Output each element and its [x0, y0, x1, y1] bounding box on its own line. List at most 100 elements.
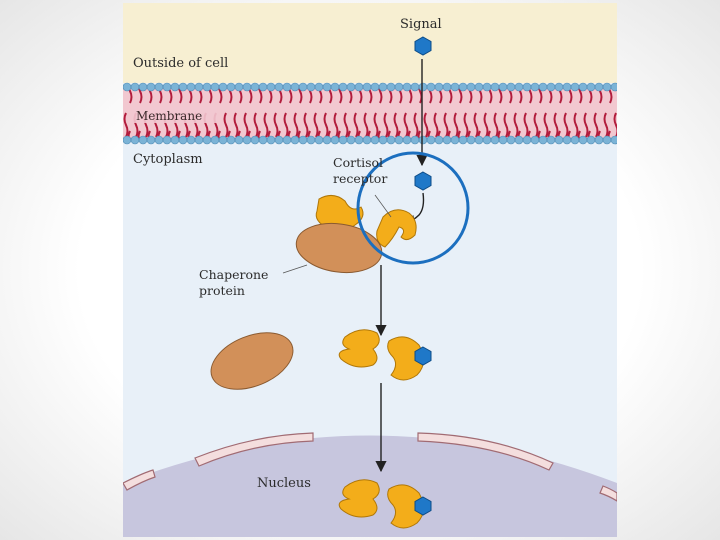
phospholipid-head [266, 82, 276, 92]
phospholipid-head [178, 135, 188, 145]
phospholipid-head [202, 82, 212, 92]
phospholipid-head [202, 135, 212, 145]
phospholipid-head [466, 82, 476, 92]
phospholipid-head [474, 135, 484, 145]
phospholipid-head [522, 82, 532, 92]
phospholipid-head [490, 82, 500, 92]
phospholipid-head [378, 135, 388, 145]
released-chaperone-shape [210, 332, 294, 390]
phospholipid-head [482, 135, 492, 145]
phospholipid-head [258, 135, 268, 145]
label-outside-of-cell: Outside of cell [133, 56, 228, 71]
phospholipid-head [274, 135, 284, 145]
phospholipid-head [378, 82, 388, 92]
phospholipid-head [298, 135, 308, 145]
phospholipid-head [506, 82, 516, 92]
phospholipid-head [370, 82, 380, 92]
phospholipid-head [578, 135, 588, 145]
phospholipid-head [346, 135, 356, 145]
phospholipid-head [162, 135, 172, 145]
label-nucleus: Nucleus [257, 476, 311, 491]
phospholipid-head [594, 135, 604, 145]
phospholipid-head [162, 82, 172, 92]
phospholipid-head [530, 135, 540, 145]
phospholipid-head [442, 82, 452, 92]
phospholipid-head [154, 82, 164, 92]
phospholipid-head [562, 82, 572, 92]
phospholipid-head [602, 82, 612, 92]
label-cortisol: Cortisol [333, 155, 383, 170]
phospholipid-head [362, 135, 372, 145]
phospholipid-head [210, 135, 220, 145]
phospholipid-head [274, 82, 284, 92]
phospholipid-head [290, 82, 300, 92]
phospholipid-head [434, 82, 444, 92]
phospholipid-head [578, 82, 588, 92]
phospholipid-head [530, 82, 540, 92]
phospholipid-head [418, 135, 428, 145]
phospholipid-head [514, 82, 524, 92]
phospholipid-head [290, 135, 300, 145]
phospholipid-head [442, 135, 452, 145]
phospholipid-head [450, 135, 460, 145]
phospholipid-head [586, 135, 596, 145]
phospholipid-head [538, 82, 548, 92]
label-receptor: receptor [333, 171, 387, 186]
phospholipid-head [298, 82, 308, 92]
phospholipid-head [370, 135, 380, 145]
phospholipid-head [138, 135, 148, 145]
phospholipid-head [594, 82, 604, 92]
phospholipid-head [498, 135, 508, 145]
phospholipid-head [514, 135, 524, 145]
phospholipid-head [386, 135, 396, 145]
phospholipid-head [418, 82, 428, 92]
phospholipid-head [570, 82, 580, 92]
label-signal: Signal [400, 17, 442, 32]
phospholipid-head [426, 135, 436, 145]
phospholipid-head [170, 135, 180, 145]
phospholipid-head [250, 82, 260, 92]
phospholipid-head [522, 135, 532, 145]
phospholipid-head [570, 135, 580, 145]
phospholipid-head [402, 135, 412, 145]
phospholipid-head [410, 82, 420, 92]
phospholipid-head [402, 82, 412, 92]
cortisol-signaling-diagram: Signal Outside of cell Membrane Cytoplas… [123, 3, 617, 537]
phospholipid-head [154, 135, 164, 145]
phospholipid-head [482, 82, 492, 92]
phospholipid-head [146, 135, 156, 145]
phospholipid-head [538, 135, 548, 145]
phospholipid-head [458, 135, 468, 145]
phospholipid-head [194, 135, 204, 145]
phospholipid-head [554, 82, 564, 92]
phospholipid-head [226, 135, 236, 145]
nuclear-envelope [123, 432, 617, 502]
phospholipid-head [610, 135, 617, 145]
phospholipid-head [386, 82, 396, 92]
label-cytoplasm: Cytoplasm [133, 152, 203, 167]
phospholipid-head [170, 82, 180, 92]
phospholipid-head [562, 135, 572, 145]
phospholipid-head [458, 82, 468, 92]
outside-region [123, 3, 617, 83]
phospholipid-head [506, 135, 516, 145]
phospholipid-head [186, 82, 196, 92]
label-membrane: Membrane [136, 109, 202, 123]
phospholipid-head [554, 135, 564, 145]
phospholipid-head [346, 82, 356, 92]
phospholipid-head [322, 82, 332, 92]
phospholipid-head [354, 82, 364, 92]
highlight-circle [356, 151, 470, 265]
phospholipid-head [194, 82, 204, 92]
phospholipid-head [146, 82, 156, 92]
phospholipid-head [218, 82, 228, 92]
phospholipid-head [410, 135, 420, 145]
phospholipid-head [338, 82, 348, 92]
phospholipid-head [546, 82, 556, 92]
signal-molecule-icon [414, 496, 432, 516]
signal-molecule-icon [414, 346, 432, 366]
phospholipid-head [330, 135, 340, 145]
phospholipid-head [242, 82, 252, 92]
phospholipid-head [282, 82, 292, 92]
phospholipid-head [250, 135, 260, 145]
